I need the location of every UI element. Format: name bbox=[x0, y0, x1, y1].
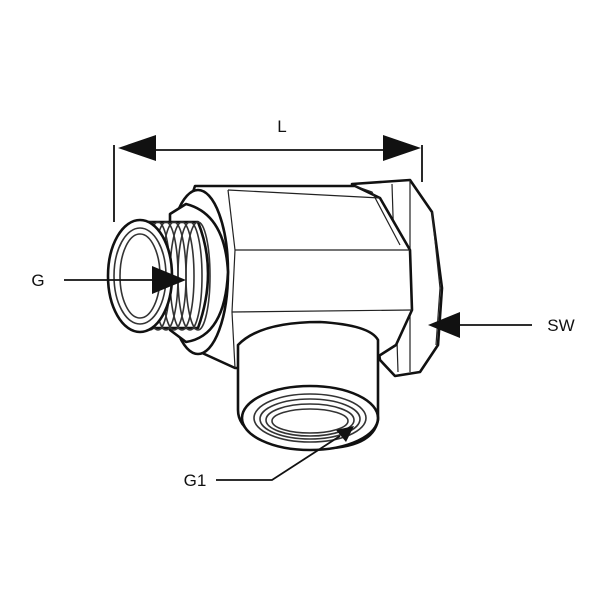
label-inner-thread: G1 bbox=[184, 471, 207, 490]
label-wrench-size: SW bbox=[547, 316, 574, 335]
leader-line-g1 bbox=[216, 435, 341, 481]
label-outer-thread: G bbox=[31, 271, 44, 290]
leader-inner-thread: G1 bbox=[184, 426, 354, 490]
arrowhead-left bbox=[118, 135, 156, 161]
leader-wrench-size: SW bbox=[428, 312, 575, 338]
arrowhead-right bbox=[383, 135, 421, 161]
arrowhead-sw bbox=[428, 312, 460, 338]
arrowhead-g1 bbox=[336, 426, 354, 442]
dimension-length: L bbox=[113, 117, 423, 222]
arrowhead-g bbox=[152, 266, 186, 294]
male-thread bbox=[106, 218, 211, 334]
female-port bbox=[236, 320, 380, 452]
label-length: L bbox=[277, 117, 286, 136]
leader-outer-thread: G bbox=[31, 266, 186, 294]
